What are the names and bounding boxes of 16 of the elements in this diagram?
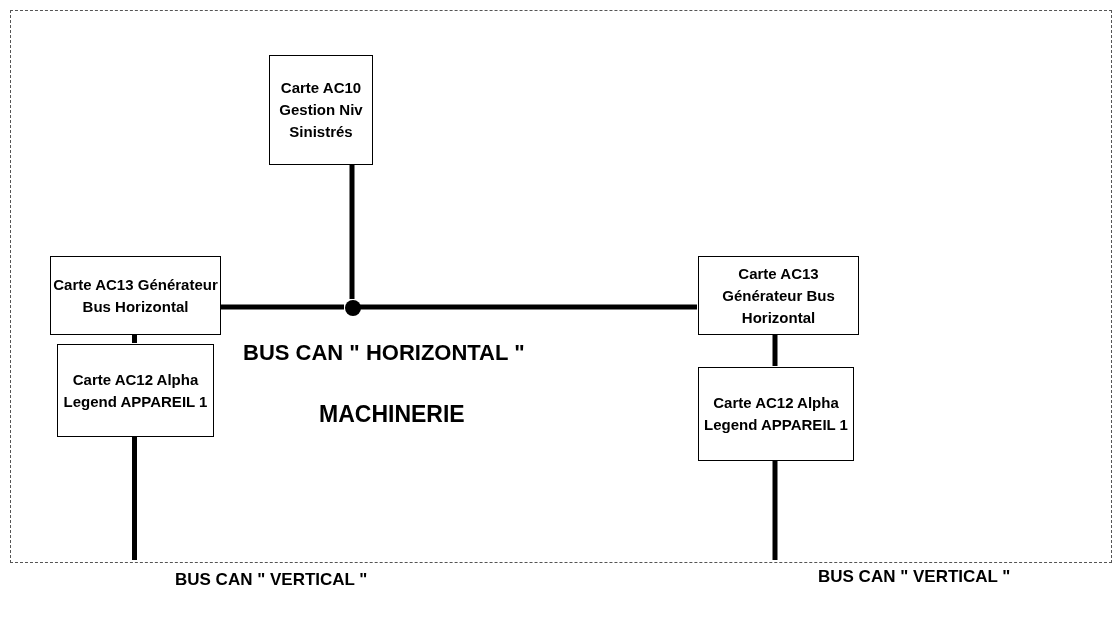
bus-label: BUS CAN " VERTICAL " [175, 570, 368, 590]
card-box: Carte AC10 Gestion Niv Sinistrés [269, 55, 373, 165]
bus-label: BUS CAN " VERTICAL " [818, 567, 1011, 587]
card-box: Carte AC12 Alpha Legend APPAREIL 1 [57, 344, 214, 437]
bus-label: BUS CAN " HORIZONTAL " [243, 340, 525, 366]
zone-title: MACHINERIE [319, 401, 465, 428]
bus-line [772, 460, 778, 560]
card-box: Carte AC13 Générateur Bus Horizontal [50, 256, 221, 335]
bus-line [349, 164, 355, 299]
card-box: Carte AC12 Alpha Legend APPAREIL 1 [698, 367, 854, 461]
bus-line [132, 436, 137, 560]
bus-line [220, 304, 344, 310]
card-box: Carte AC13 Générateur Bus Horizontal [698, 256, 859, 335]
dashed-zone [10, 10, 1112, 563]
bus-line [360, 304, 697, 310]
bus-line [772, 334, 778, 366]
